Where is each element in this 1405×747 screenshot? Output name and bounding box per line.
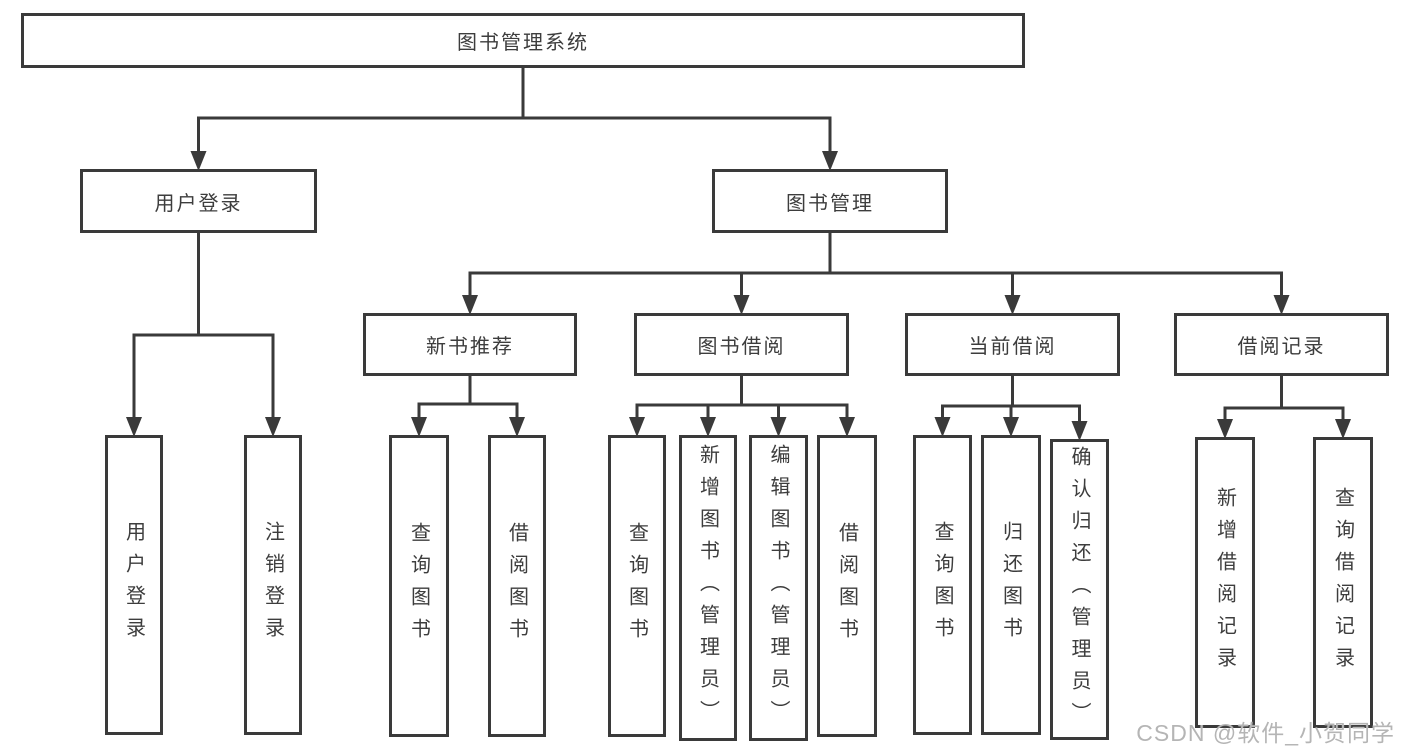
node-leaf-user-login: 用户登录 xyxy=(105,435,163,735)
node-book-mgmt: 图书管理 xyxy=(712,169,948,233)
node-borrow-records: 借阅记录 xyxy=(1174,313,1389,376)
arrowhead-icon xyxy=(629,417,645,437)
node-leaf-edit-book: 编辑图书（管理员） xyxy=(749,435,808,741)
node-new-book-rec: 新书推荐 xyxy=(363,313,577,376)
node-book-borrow: 图书借阅 xyxy=(634,313,849,376)
arrowhead-icon xyxy=(190,151,207,171)
node-user-login: 用户登录 xyxy=(80,169,317,233)
arrowhead-icon xyxy=(411,417,427,437)
arrowhead-icon xyxy=(733,295,750,315)
arrowhead-icon xyxy=(1217,419,1233,439)
node-leaf-return-book: 归还图书 xyxy=(981,435,1041,735)
watermark: CSDN @软件_小贺同学 xyxy=(1136,720,1395,746)
node-leaf-query-book-cur: 查询图书 xyxy=(913,435,972,735)
arrowhead-icon xyxy=(934,417,951,437)
arrowhead-icon xyxy=(700,417,716,437)
arrowhead-icon xyxy=(1273,295,1290,315)
node-leaf-borrow-book-bor: 借阅图书 xyxy=(817,435,877,737)
node-leaf-query-book-bor: 查询图书 xyxy=(608,435,666,737)
arrowhead-icon xyxy=(822,151,838,171)
arrowhead-icon xyxy=(1003,417,1019,437)
arrowhead-icon xyxy=(770,417,787,437)
arrowhead-icon xyxy=(839,417,855,437)
arrowhead-icon xyxy=(126,417,142,437)
node-leaf-query-book-new: 查询图书 xyxy=(389,435,449,737)
arrowhead-icon xyxy=(509,417,525,437)
node-leaf-borrow-book-new: 借阅图书 xyxy=(488,435,546,737)
node-leaf-add-book: 新增图书（管理员） xyxy=(679,435,737,741)
node-current-borrow: 当前借阅 xyxy=(905,313,1120,376)
node-leaf-query-record: 查询借阅记录 xyxy=(1313,437,1373,728)
node-leaf-confirm-return: 确认归还（管理员） xyxy=(1050,439,1109,740)
arrowhead-icon xyxy=(1004,295,1021,315)
node-leaf-add-record: 新增借阅记录 xyxy=(1195,437,1255,728)
arrowhead-icon xyxy=(462,295,478,315)
arrowhead-icon xyxy=(265,417,281,437)
node-leaf-logout: 注销登录 xyxy=(244,435,302,735)
arrowhead-icon xyxy=(1071,421,1088,441)
node-root: 图书管理系统 xyxy=(21,13,1025,68)
arrowhead-icon xyxy=(1335,419,1351,439)
